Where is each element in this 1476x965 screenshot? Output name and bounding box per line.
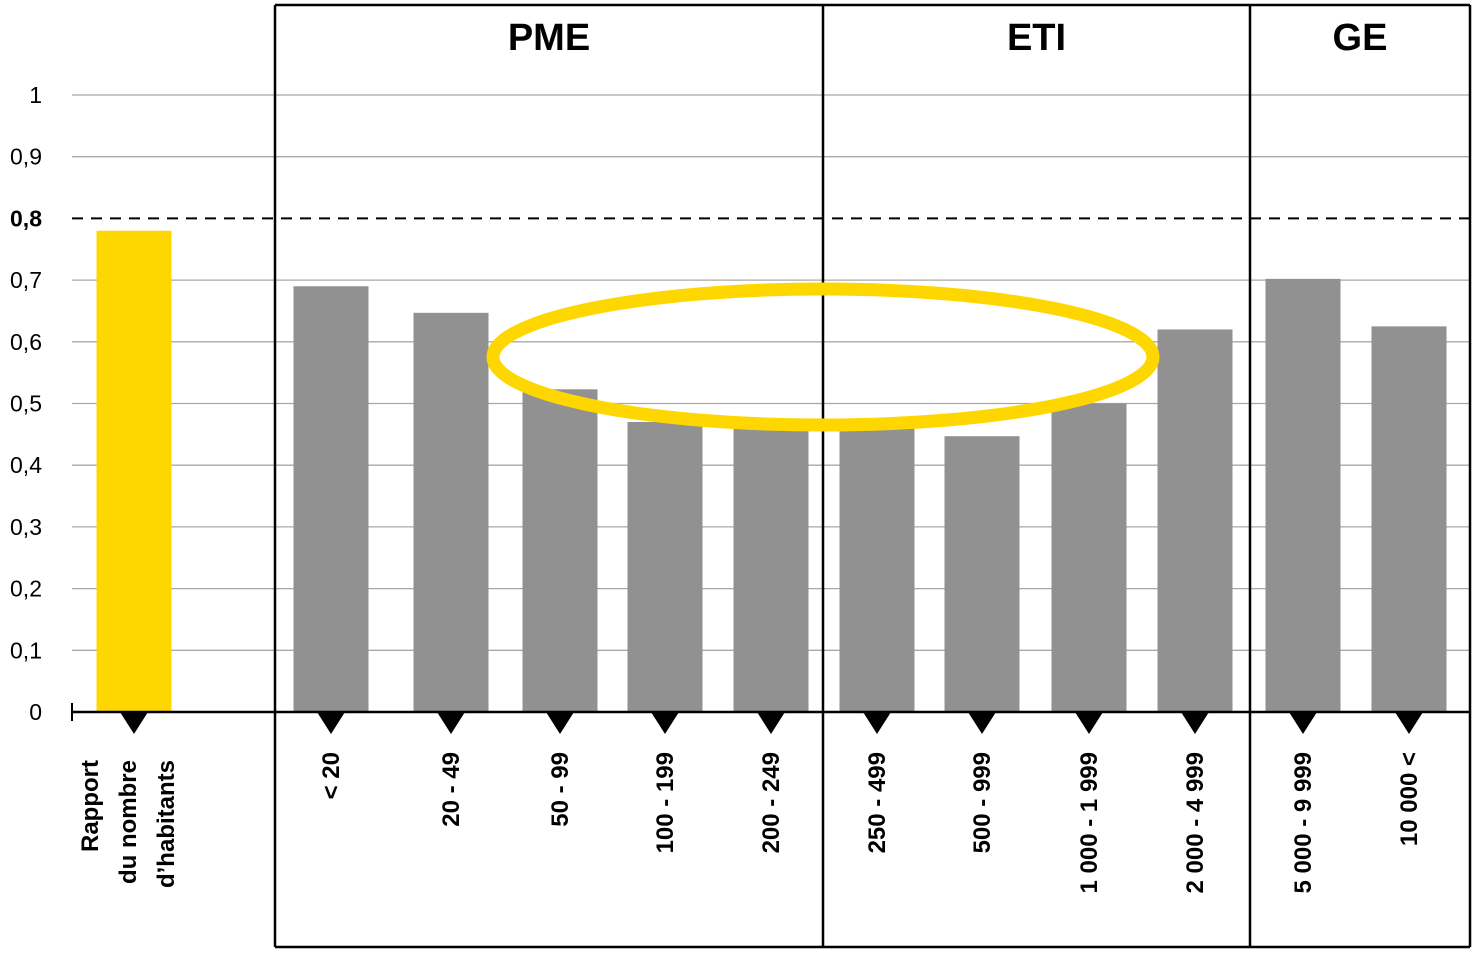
reference-bar-label-line: d’habitants (153, 760, 180, 888)
reference-bar-label-line: du nombre (115, 760, 142, 884)
highlight-ellipse (486, 282, 1160, 432)
bar (1371, 326, 1447, 712)
x-tick-label: 100 - 199 (652, 752, 679, 853)
x-tick-label: 200 - 249 (758, 752, 785, 853)
bar (522, 389, 598, 712)
x-tick-label: < 20 (318, 752, 345, 799)
y-tick-label: 0,5 (10, 391, 42, 417)
y-tick-label: 0,7 (10, 267, 42, 293)
reference-bar (96, 230, 172, 713)
y-tick-labels: 0 0,1 0,2 0,3 0,4 0,5 0,6 0,7 0,8 0,9 1 (10, 82, 42, 725)
y-tick-label: 0,8 (10, 205, 42, 231)
x-tick-label: 250 - 499 (864, 752, 891, 853)
bar (413, 312, 489, 712)
group-labels: PME ETI GE (508, 17, 1388, 59)
group-label: PME (508, 17, 590, 59)
x-tick-label: 500 - 999 (969, 752, 996, 853)
reference-bar-label-line: Rapport (77, 760, 104, 852)
y-tick-label: 0,9 (10, 144, 42, 170)
x-tick-label: 50 - 99 (547, 752, 574, 827)
bar (1051, 403, 1127, 712)
category-markers (120, 712, 1423, 734)
x-tick-label: 1 000 - 1 999 (1076, 752, 1103, 893)
category-marker (1181, 712, 1209, 734)
highlight-ellipse-layer (486, 282, 1160, 432)
y-tick-label: 0 (29, 699, 42, 725)
x-tick-labels: Rapport du nombre d’habitants < 20 20 - 49 50… (77, 752, 1423, 893)
bars (96, 230, 1447, 713)
y-tick-label: 0,3 (10, 514, 42, 540)
y-tick-label: 0,6 (10, 329, 42, 355)
x-tick-label: 5 000 - 9 999 (1290, 752, 1317, 893)
bar (627, 422, 703, 712)
bar (1265, 278, 1341, 712)
group-frames (273, 3, 1472, 949)
category-marker (317, 712, 345, 734)
category-marker (120, 712, 148, 734)
category-marker (546, 712, 574, 734)
category-marker (437, 712, 465, 734)
y-tick-label: 0,2 (10, 576, 42, 602)
bar (944, 436, 1020, 712)
category-marker (651, 712, 679, 734)
bar (733, 422, 809, 712)
category-marker (1289, 712, 1317, 734)
x-tick-label: 10 000 < (1396, 752, 1423, 846)
bar (839, 422, 915, 712)
y-tick-label: 0,4 (10, 452, 42, 478)
y-tick-label: 0,1 (10, 637, 42, 663)
category-marker (1075, 712, 1103, 734)
category-marker (757, 712, 785, 734)
y-tick-label: 1 (29, 82, 42, 108)
x-tick-label: 20 - 49 (438, 752, 465, 827)
category-marker (1395, 712, 1423, 734)
bar (1157, 329, 1233, 712)
x-tick-label: 2 000 - 4 999 (1182, 752, 1209, 893)
group-label: GE (1333, 17, 1388, 59)
category-marker (968, 712, 996, 734)
bar (293, 286, 369, 712)
group-label: ETI (1007, 17, 1066, 59)
category-marker (863, 712, 891, 734)
